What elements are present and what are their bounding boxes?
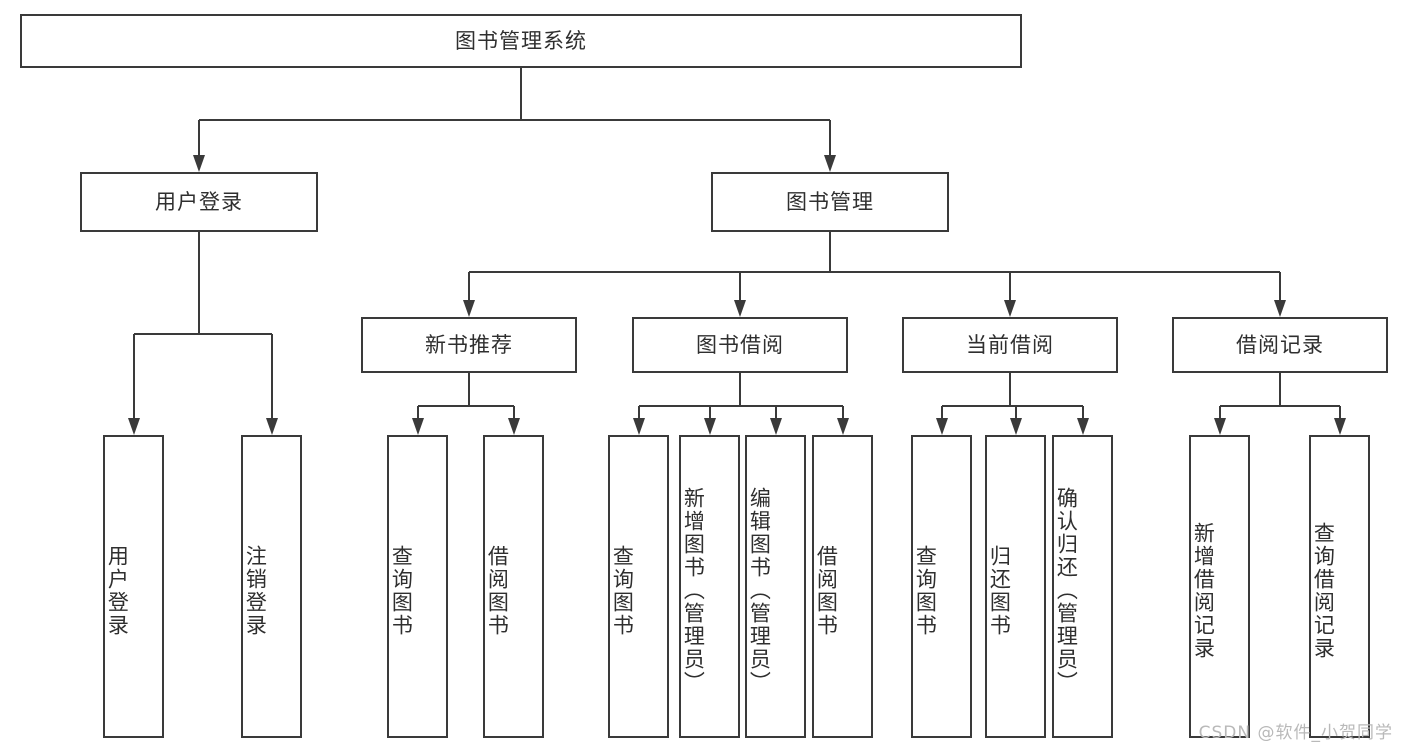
node-leaf-query-book-3-label: 查询图书 [913, 544, 938, 637]
arrow-head-icon [411, 418, 424, 435]
node-leaf-query-record-label: 查询借阅记录 [1311, 521, 1336, 660]
node-current-borrow[interactable]: 当前借阅 [902, 317, 1118, 373]
connector-drop [1218, 406, 1221, 418]
connector-drop [1009, 272, 1011, 300]
node-leaf-add-book-label: 新增图书（管理员） [681, 487, 706, 694]
arrow-head-icon [836, 418, 849, 435]
node-leaf-return-book-label: 归还图书 [987, 544, 1012, 637]
connector-drop [708, 406, 711, 418]
arrow-head-icon [1333, 418, 1346, 435]
arrow-head-icon [1009, 418, 1022, 435]
connector-drop [940, 406, 943, 418]
arrow-head-icon [734, 300, 746, 317]
arrow-head-icon [632, 418, 645, 435]
connector-drop [132, 334, 135, 418]
node-leaf-query-book-2-label: 查询图书 [610, 544, 635, 637]
connector-bus [469, 271, 1280, 273]
node-book-manage-label: 图书管理 [786, 189, 874, 214]
connector-drop [512, 406, 515, 418]
connector-trunk [829, 232, 831, 272]
arrow-head-icon [193, 155, 205, 172]
node-book-borrow-label: 图书借阅 [696, 332, 784, 357]
node-leaf-edit-book-label: 编辑图书（管理员） [747, 487, 772, 694]
node-leaf-query-book-1-label: 查询图书 [389, 544, 414, 637]
connector-bus [133, 333, 272, 335]
node-user-login-label: 用户登录 [155, 189, 243, 214]
connector-trunk [520, 68, 522, 120]
arrow-head-icon [703, 418, 716, 435]
arrow-head-icon [935, 418, 948, 435]
connector-bus [1219, 405, 1340, 407]
arrow-head-icon [463, 300, 475, 317]
node-leaf-add-record[interactable]: 新增借阅记录 [1189, 435, 1250, 738]
node-leaf-edit-book[interactable]: 编辑图书（管理员） [745, 435, 806, 738]
connector-drop [1014, 406, 1017, 418]
node-new-book-recommend-label: 新书推荐 [425, 332, 513, 357]
connector-trunk [468, 373, 470, 406]
node-root[interactable]: 图书管理系统 [20, 14, 1022, 68]
connector-drop [1279, 272, 1281, 300]
arrow-head-icon [1076, 418, 1089, 435]
connector-drop [841, 406, 844, 418]
connector-bus [199, 119, 830, 121]
arrow-head-icon [1004, 300, 1016, 317]
connector-drop [468, 272, 470, 300]
node-leaf-borrow-book-2[interactable]: 借阅图书 [812, 435, 873, 738]
node-leaf-query-book-3[interactable]: 查询图书 [911, 435, 972, 738]
node-leaf-borrow-book-1-label: 借阅图书 [485, 544, 510, 637]
node-leaf-borrow-book-1[interactable]: 借阅图书 [483, 435, 544, 738]
arrow-head-icon [824, 155, 836, 172]
connector-drop [198, 120, 200, 155]
connector-drop [270, 334, 273, 418]
node-leaf-add-record-label: 新增借阅记录 [1191, 521, 1216, 660]
node-borrow-record-label: 借阅记录 [1236, 332, 1324, 357]
node-leaf-borrow-book-2-label: 借阅图书 [814, 544, 839, 637]
node-leaf-logout[interactable]: 注销登录 [241, 435, 302, 738]
node-leaf-add-book[interactable]: 新增图书（管理员） [679, 435, 740, 738]
connector-drop [1338, 406, 1341, 418]
node-book-borrow[interactable]: 图书借阅 [632, 317, 848, 373]
node-leaf-logout-label: 注销登录 [243, 544, 268, 637]
connector-bus [941, 405, 1083, 407]
connector-drop [774, 406, 777, 418]
arrow-head-icon [1213, 418, 1226, 435]
node-current-borrow-label: 当前借阅 [966, 332, 1054, 357]
arrow-head-icon [265, 418, 278, 435]
arrow-head-icon [1274, 300, 1286, 317]
node-borrow-record[interactable]: 借阅记录 [1172, 317, 1388, 373]
connector-bus [638, 405, 843, 407]
node-leaf-query-record[interactable]: 查询借阅记录 [1309, 435, 1370, 738]
connector-drop [1081, 406, 1084, 418]
node-leaf-confirm-return[interactable]: 确认归还（管理员） [1052, 435, 1113, 738]
node-leaf-user-login-label: 用户登录 [105, 544, 130, 637]
node-book-manage[interactable]: 图书管理 [711, 172, 949, 232]
connector-trunk [198, 232, 200, 334]
connector-drop [829, 120, 831, 155]
arrow-head-icon [127, 418, 140, 435]
node-leaf-user-login[interactable]: 用户登录 [103, 435, 164, 738]
node-leaf-query-book-2[interactable]: 查询图书 [608, 435, 669, 738]
arrow-head-icon [769, 418, 782, 435]
connector-drop [739, 272, 741, 300]
arrow-head-icon [507, 418, 520, 435]
connector-drop [416, 406, 419, 418]
node-user-login[interactable]: 用户登录 [80, 172, 318, 232]
node-leaf-confirm-return-label: 确认归还（管理员） [1054, 487, 1079, 694]
node-root-label: 图书管理系统 [455, 28, 587, 53]
connector-trunk [739, 373, 741, 406]
connector-trunk [1279, 373, 1281, 406]
connector-bus [417, 405, 514, 407]
connector-drop [637, 406, 640, 418]
node-leaf-query-book-1[interactable]: 查询图书 [387, 435, 448, 738]
node-leaf-return-book[interactable]: 归还图书 [985, 435, 1046, 738]
node-new-book-recommend[interactable]: 新书推荐 [361, 317, 577, 373]
connector-trunk [1009, 373, 1011, 406]
